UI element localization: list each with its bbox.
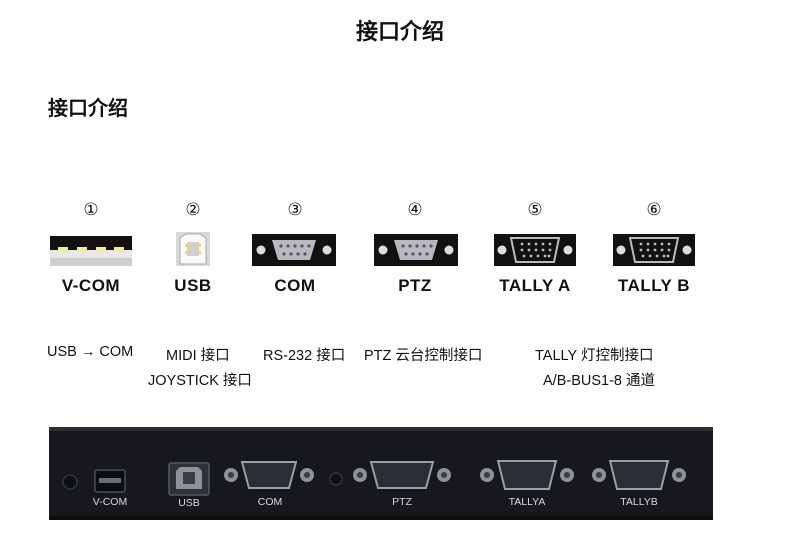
- port-label-com: COM: [274, 276, 316, 295]
- db9-serial-port-icon: [374, 234, 458, 266]
- port-label-usb: USB: [174, 276, 212, 295]
- port-label-ptz: PTZ: [398, 276, 432, 295]
- db15-port-icon: [613, 234, 695, 266]
- desc-com: RS-232 接口: [263, 348, 346, 364]
- port-number-4: ④: [407, 200, 423, 220]
- desc-tally-line1: TALLY 灯控制接口: [535, 348, 654, 364]
- panel-label-usb: USB: [178, 497, 200, 509]
- port-label-tally-b: TALLY B: [617, 276, 691, 295]
- desc-tally-line2: A/B-BUS1-8 通道: [543, 373, 655, 389]
- rear-panel-photo: V-COM USB COM PTZ TALLYA TALLYB: [49, 427, 713, 520]
- desc-usb-line1: MIDI 接口: [166, 348, 230, 364]
- port-label-vcom: V-COM: [61, 276, 121, 295]
- page-title: 接口介绍: [355, 19, 444, 45]
- port-number-1: ①: [83, 200, 99, 220]
- panel-label-ptz: PTZ: [392, 496, 412, 508]
- desc-ptz: PTZ 云台控制接口: [364, 348, 483, 364]
- usb-b-port-icon: [176, 232, 210, 266]
- usb-a-port-icon: [50, 236, 132, 266]
- port-number-2: ②: [185, 200, 201, 220]
- section-heading: 接口介绍: [48, 96, 128, 120]
- panel-label-com: COM: [257, 496, 283, 508]
- port-label-tally-a: TALLY A: [499, 276, 571, 295]
- desc-usb-line2: JOYSTICK 接口: [148, 373, 252, 389]
- port-number-3: ③: [287, 200, 303, 220]
- desc-vcom: USB → COM: [47, 344, 134, 360]
- db9-serial-port-icon: [252, 234, 336, 266]
- port-number-5: ⑤: [527, 200, 543, 220]
- panel-label-vcom: V-COM: [92, 496, 128, 508]
- db15-port-icon: [494, 234, 576, 266]
- port-number-6: ⑥: [646, 200, 662, 220]
- panel-label-tallyb: TALLYB: [620, 496, 658, 508]
- panel-label-tallya: TALLYA: [508, 496, 546, 508]
